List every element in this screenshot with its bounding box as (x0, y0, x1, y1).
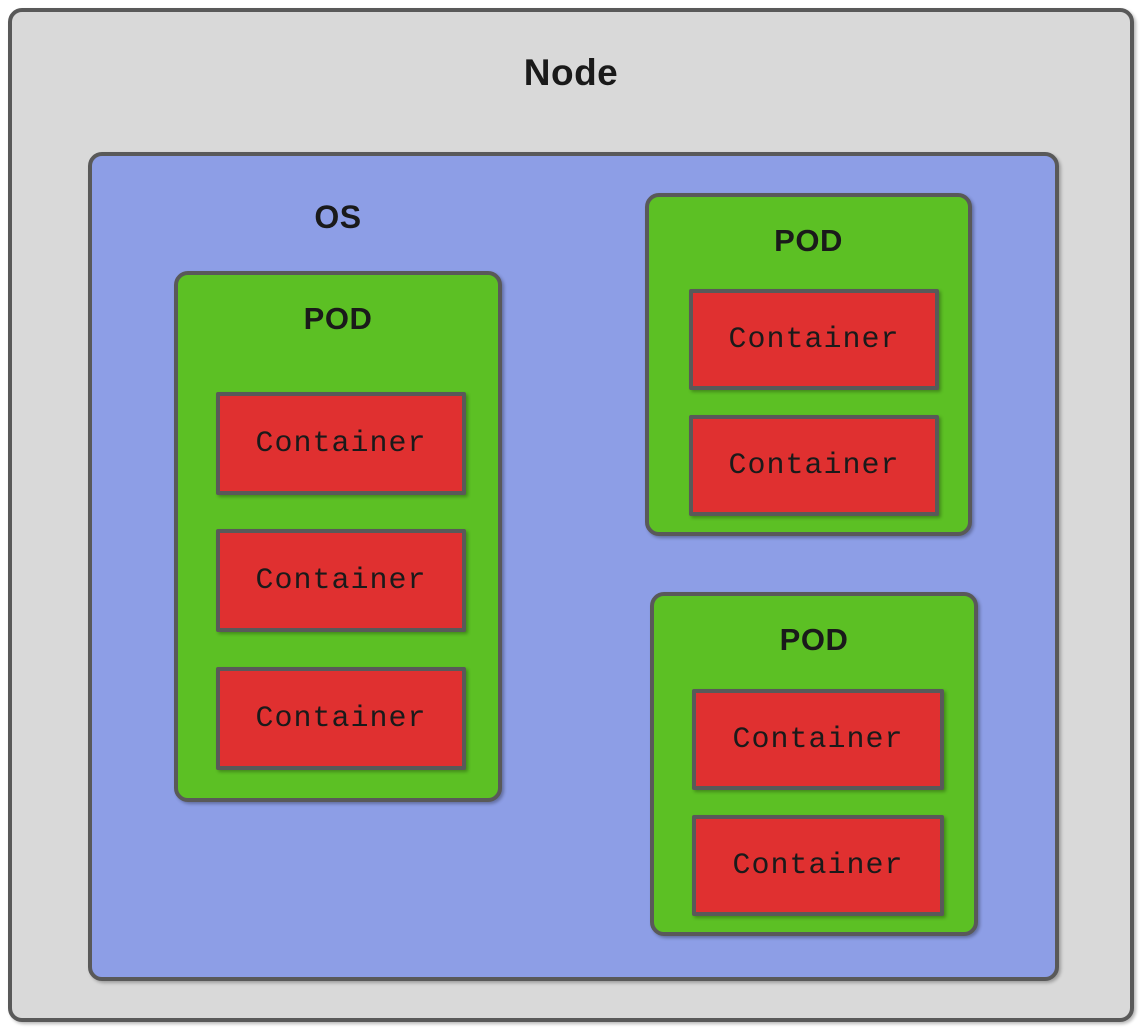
container-label: Container (732, 722, 904, 757)
container-box: Container (689, 415, 939, 516)
container-box: Container (216, 392, 466, 495)
container-box: Container (216, 529, 466, 632)
pod-title-label: POD (774, 223, 843, 258)
pod-title-label: POD (779, 622, 849, 657)
container-box: Container (692, 689, 944, 790)
pod-box-bottom-right: POD Container Container (650, 592, 978, 936)
container-box: Container (692, 815, 944, 916)
container-label: Container (732, 848, 904, 883)
node-title-label: Node (523, 52, 619, 93)
container-box: Container (216, 667, 466, 770)
pod-title-label: POD (303, 301, 373, 336)
container-label: Container (728, 322, 900, 357)
os-title-label: OS (314, 199, 362, 235)
container-label: Container (255, 563, 427, 598)
pod-box-left: POD Container Container Container (174, 271, 502, 802)
container-box: Container (689, 289, 939, 390)
container-label: Container (255, 701, 427, 736)
pod-box-top-right: POD Container Container (645, 193, 972, 536)
container-label: Container (728, 448, 900, 483)
container-label: Container (255, 426, 427, 461)
